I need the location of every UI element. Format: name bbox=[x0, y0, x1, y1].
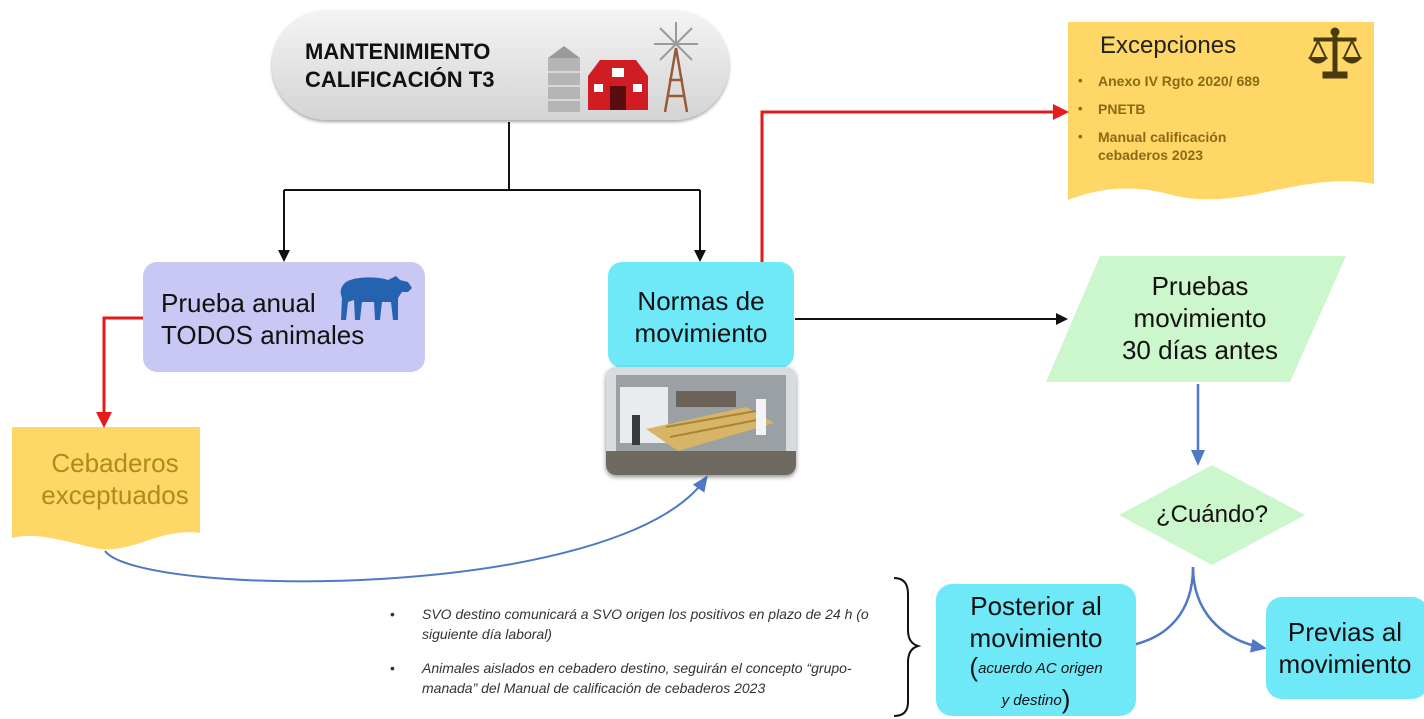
prueba-anual-text: Prueba anual TODOS animales bbox=[161, 287, 364, 351]
pruebas-line-1: Pruebas bbox=[1151, 271, 1249, 301]
cebaderos-line-2: exceptuados bbox=[41, 480, 189, 510]
normas-text: Normas de movimiento bbox=[608, 285, 794, 349]
windmill-icon bbox=[654, 22, 698, 113]
prueba-anual-line-1: Prueba anual bbox=[161, 288, 316, 318]
barn-icon bbox=[588, 60, 648, 110]
arrow-normas-to-excepciones bbox=[760, 104, 1069, 262]
prueba-anual-line-2: TODOS animales bbox=[161, 320, 365, 350]
posterior-paren-close: ) bbox=[1061, 684, 1071, 714]
note-item: •SVO destino comunicará a SVO origen los… bbox=[390, 606, 869, 642]
excepciones-shape bbox=[1068, 22, 1374, 200]
title-pill bbox=[272, 10, 729, 120]
posterior-line-1: Posterior al bbox=[970, 591, 1102, 621]
title-text: MANTENIMIENTO CALIFICACIÓN T3 bbox=[305, 38, 494, 94]
previas-line-1: Previas al bbox=[1287, 617, 1403, 647]
posterior-text: Posterior al movimiento bbox=[936, 590, 1136, 654]
previas-box bbox=[1266, 597, 1424, 699]
posterior-sub-line-1: acuerdo AC origen bbox=[978, 660, 1103, 677]
cebaderos-text: Cebaderos exceptuados bbox=[12, 447, 218, 511]
photo-illustration bbox=[606, 367, 796, 475]
posterior-subtext: (acuerdo AC origen y destino) bbox=[936, 652, 1136, 716]
notes-list: •SVO destino comunicará a SVO origen los… bbox=[390, 604, 895, 712]
cebaderos-line-1: Cebaderos bbox=[51, 448, 179, 478]
cattle-loading-photo bbox=[606, 367, 796, 475]
arrow-cebaderos-to-photo bbox=[104, 475, 708, 583]
excepciones-list: •Anexo IV Rgto 2020/ 689 •PNETB •Manual … bbox=[1076, 72, 1296, 174]
posterior-box bbox=[936, 584, 1136, 716]
notes-brace bbox=[893, 577, 922, 717]
posterior-paren-open: ( bbox=[969, 652, 979, 682]
cuando-label: ¿Cuándo? bbox=[1155, 501, 1269, 528]
arrow-cuando-to-previas bbox=[1191, 566, 1267, 653]
normas-box bbox=[608, 262, 794, 368]
pruebas-line-3: 30 días antes bbox=[1121, 335, 1279, 365]
pruebas-movimiento-text: Pruebas movimiento 30 días antes bbox=[1100, 270, 1300, 366]
previas-text: Previas al movimiento bbox=[1270, 616, 1420, 680]
excepcion-item: •Anexo IV Rgto 2020/ 689 bbox=[1078, 73, 1260, 89]
posterior-sub-line-2: y destino bbox=[1001, 692, 1062, 709]
cuando-diamond bbox=[1119, 465, 1305, 565]
title-line-2: CALIFICACIÓN T3 bbox=[305, 67, 495, 92]
title-line-1: MANTENIMIENTO bbox=[305, 39, 491, 64]
scales-icon bbox=[1308, 27, 1362, 79]
cow-icon bbox=[340, 276, 412, 320]
arrow-cuando-to-posterior bbox=[1119, 566, 1195, 653]
silo-icon bbox=[548, 46, 580, 112]
cebaderos-shape bbox=[12, 427, 200, 550]
previas-line-2: movimiento bbox=[1278, 649, 1412, 679]
pruebas-movimiento-shape bbox=[1046, 256, 1346, 382]
note-item: •Animales aislados en cebadero destino, … bbox=[390, 660, 852, 696]
normas-line-2: movimiento bbox=[634, 318, 768, 348]
excepciones-title: Excepciones bbox=[1100, 32, 1237, 59]
pruebas-line-2: movimiento bbox=[1133, 303, 1267, 333]
normas-line-1: Normas de bbox=[637, 286, 765, 316]
excepcion-item: •Manual calificación cebaderos 2023 bbox=[1078, 129, 1227, 163]
excepcion-item: •PNETB bbox=[1078, 101, 1146, 117]
posterior-line-2: movimiento bbox=[969, 623, 1103, 653]
arrow-prueba-to-cebaderos bbox=[96, 316, 143, 428]
